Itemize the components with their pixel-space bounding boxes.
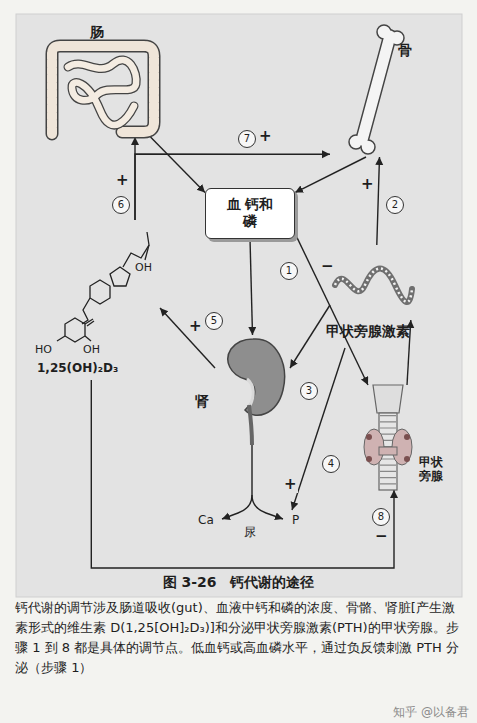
- minus-sign: −: [374, 528, 389, 545]
- figure-caption: 图 3-26 钙代谢的途径: [0, 574, 477, 592]
- node-label: OH: [83, 344, 100, 357]
- plus-sign: +: [188, 318, 203, 335]
- connector-arrow: [134, 137, 135, 220]
- node-label: 骨: [398, 42, 412, 58]
- para-illustration: [355, 385, 420, 490]
- ion-label: Ca: [198, 514, 214, 527]
- plus-sign: +: [360, 176, 375, 193]
- connector-arrow: [295, 233, 368, 385]
- blood-box: 血 钙和磷: [205, 188, 295, 239]
- node-label: 1,25(OH)₂D₃: [37, 362, 118, 376]
- callout-number: 6: [112, 196, 130, 214]
- urine-label: 尿: [244, 526, 256, 539]
- watermark: 知乎 @以备君: [393, 706, 469, 719]
- node-label: 甲状旁腺: [419, 455, 443, 484]
- kidney-organ: 肾: [215, 335, 290, 445]
- connector-arrow: [377, 157, 380, 245]
- connector-arrow: [91, 380, 394, 568]
- grey-panel: [16, 14, 462, 597]
- minus-sign: −: [320, 258, 335, 275]
- plus-sign: +: [115, 172, 130, 189]
- pth-strand: 甲状旁腺激素: [330, 245, 415, 320]
- callout-number: 2: [386, 196, 404, 214]
- node-label: HO: [35, 344, 52, 357]
- step4-line: [292, 348, 345, 510]
- connector-arrow: [250, 239, 253, 336]
- caption-body: 钙代谢的调节涉及肠道吸收(gut)、血液中钙和磷的浓度、骨骼、肾脏[产生激素形式…: [15, 598, 463, 678]
- kidney-illustration: [215, 335, 290, 445]
- node-label: 肾: [195, 393, 209, 409]
- callout-number: 8: [372, 508, 390, 526]
- node-label: 肠: [90, 24, 104, 40]
- node-label: 甲状旁腺激素: [326, 323, 410, 339]
- urine-ca-line: [222, 445, 252, 519]
- pth-illustration: [330, 245, 415, 320]
- callout-number: 5: [205, 312, 223, 330]
- urine-p-line: [252, 495, 283, 519]
- connector-arrow: [290, 305, 330, 368]
- connector-arrow: [295, 157, 366, 193]
- callout-number: 4: [322, 455, 340, 473]
- box-label: 血 钙和磷: [225, 196, 275, 231]
- connector-arrow: [151, 137, 206, 193]
- callout-number: 7: [238, 130, 256, 148]
- parathyroid-gland: 甲状旁腺: [355, 385, 420, 490]
- bone-organ: 骨: [330, 22, 420, 157]
- node-label: OH: [135, 262, 152, 275]
- plus-sign: +: [283, 476, 298, 493]
- callout-number: 3: [300, 382, 318, 400]
- intestine-organ: 肠: [38, 22, 163, 137]
- ion-label: P: [292, 514, 299, 527]
- callout-number: 1: [280, 262, 298, 280]
- plus-sign: +: [258, 128, 273, 145]
- vitamin-d-molecule: OH HO OH 1,25(OH)₂D₃: [35, 220, 160, 380]
